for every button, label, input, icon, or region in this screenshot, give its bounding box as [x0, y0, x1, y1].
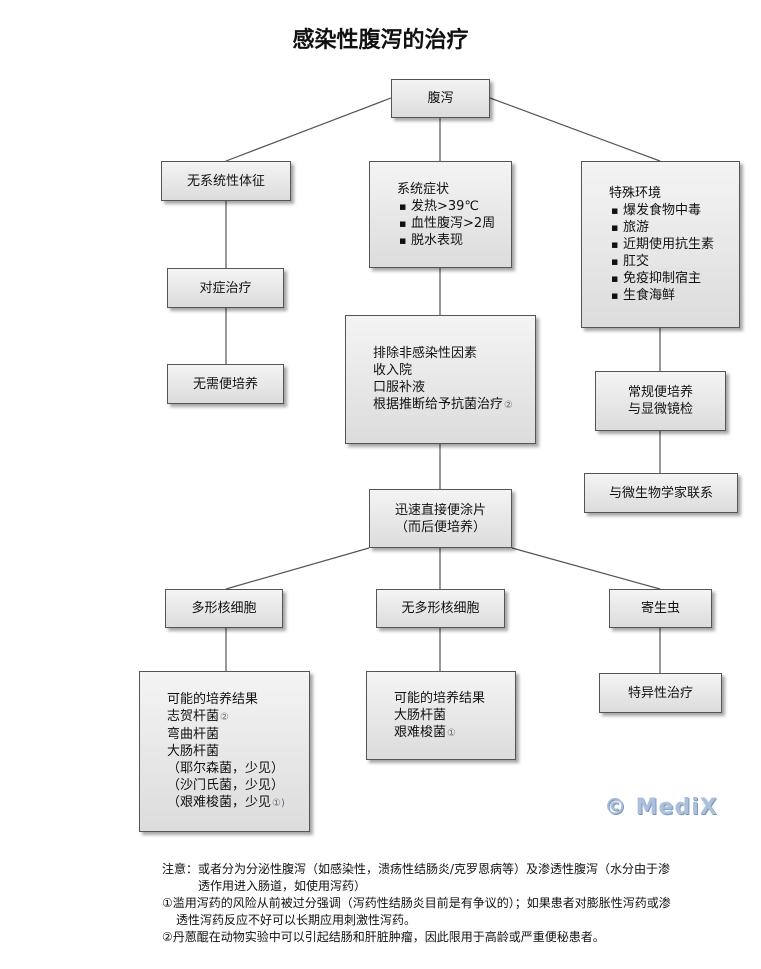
smear-line: 迅速直接便涂片	[394, 502, 486, 518]
footnotes: 注意：或者分为分泌性腹泻（如感染性，溃疡性结肠炎/克罗恩病等）及渗透性腹泻（水分…	[162, 861, 752, 946]
exclude-line: 口服补液	[373, 380, 426, 395]
node-diarrhea-label: 腹泻	[427, 91, 454, 106]
nopmn-result-line: 艰难梭菌	[394, 724, 447, 740]
exclude-line: 排除非感染性因素	[373, 346, 478, 361]
pmn-result-line: （耶尔森菌，少见）	[167, 761, 285, 776]
node-parasite: 寄生虫	[609, 589, 712, 628]
edge-smear-parasite	[511, 547, 661, 590]
footnote-ref-1: ①	[447, 727, 456, 739]
node-no-stool-culture: 无需便培养	[167, 364, 284, 404]
edge-smear-pmn	[225, 547, 370, 590]
special-list: 爆发食物中毒 旅游 近期使用抗生素 肛交 免疫抑制宿主 生食海鲜	[609, 202, 739, 304]
routine-culture-line: 常规便培养	[627, 385, 693, 400]
special-item: 免疫抑制宿主	[611, 270, 739, 287]
pmn-result-line: （沙门氏菌，少见）	[167, 778, 285, 793]
pmn-result-line: 志贺杆菌	[167, 709, 220, 724]
node-symptomatic-treatment: 对症治疗	[167, 268, 284, 308]
systemic-item: 血性腹泻>2周	[399, 215, 511, 232]
node-no-systemic-signs-label: 无系统性体征	[186, 173, 265, 189]
node-no-systemic-signs: 无系统性体征	[161, 161, 291, 201]
note-line: ①滥用泻药的风险从前被过分强调（泻药性结肠炎目前是有争议的）；如果患者对膨胀性泻…	[162, 896, 671, 910]
pmn-result-line: 可能的培养结果	[167, 692, 259, 707]
footnote-ref-2: ②	[220, 712, 229, 723]
special-item: 爆发食物中毒	[611, 202, 739, 219]
node-special-circumstances: 特殊环境 爆发食物中毒 旅游 近期使用抗生素 肛交 免疫抑制宿主 生食海鲜	[581, 161, 740, 328]
systemic-list: 发热>39℃ 血性腹泻>2周 脱水表现	[397, 198, 511, 249]
node-routine-culture: 常规便培养 与显微镜检	[595, 371, 726, 431]
node-exclude-noninfectious: 排除非感染性因素 收入院 口服补液 根据推断给予抗菌治疗②	[345, 315, 536, 444]
smear-line: （而后便培养）	[394, 519, 486, 535]
pmn-result-line: 弯曲杆菌	[167, 727, 220, 742]
note-line: ②丹蒽醌在动物实验中可以引起结肠和肝脏肿瘤，因此限用于高龄或严重便秘患者。	[162, 930, 605, 944]
node-pmn-culture-results: 可能的培养结果 志贺杆菌② 弯曲杆菌 大肠杆菌 （耶尔森菌，少见） （沙门氏菌，…	[139, 671, 310, 832]
note-line: 注意：或者分为分泌性腹泻（如感染性，溃疡性结肠炎/克罗恩病等）及渗透性腹泻（水分…	[162, 862, 671, 876]
routine-culture-line: 与显微镜检	[627, 402, 693, 417]
pmn-result-line: 大肠杆菌	[167, 744, 220, 759]
node-contact-microbiologist-label: 与微生物学家联系	[608, 485, 713, 501]
node-specific-treatment: 特异性治疗	[599, 673, 722, 713]
footnote-ref-2: ②	[504, 400, 513, 411]
special-item: 肛交	[611, 253, 739, 270]
nopmn-result-line: 可能的培养结果	[394, 690, 486, 706]
pmn-result-line: （艰难梭菌，少见	[167, 795, 272, 810]
node-specific-treatment-label: 特异性治疗	[627, 685, 693, 701]
node-nopmn-culture-results: 可能的培养结果 大肠杆菌 艰难梭菌①	[366, 671, 516, 760]
diagram-title: 感染性腹泻的治疗	[292, 27, 469, 53]
exclude-line: 根据推断给予抗菌治疗	[373, 397, 504, 412]
edge-root-special	[489, 97, 661, 162]
systemic-heading: 系统症状	[397, 181, 450, 197]
footnote-ref-1: ①)	[272, 798, 285, 809]
special-item: 生食海鲜	[611, 287, 739, 304]
edge-root-nosys	[225, 97, 392, 162]
node-diarrhea: 腹泻	[391, 79, 490, 118]
node-pmn: 多形核细胞	[165, 589, 283, 628]
node-pmn-label: 多形核细胞	[191, 601, 257, 616]
node-no-pmn-label: 无多形核细胞	[401, 601, 480, 616]
node-parasite-label: 寄生虫	[640, 601, 680, 616]
node-stool-smear: 迅速直接便涂片 （而后便培养）	[369, 489, 512, 548]
nopmn-result-line: 大肠杆菌	[394, 707, 447, 723]
special-item: 近期使用抗生素	[611, 236, 739, 253]
medix-watermark: © MediX	[604, 795, 718, 820]
node-systemic-symptoms: 系统症状 发热>39℃ 血性腹泻>2周 脱水表现	[369, 161, 512, 268]
systemic-item: 发热>39℃	[399, 198, 511, 215]
node-no-stool-culture-label: 无需便培养	[192, 376, 258, 392]
node-no-pmn: 无多形核细胞	[376, 589, 505, 628]
node-symptomatic-treatment-label: 对症治疗	[199, 280, 252, 296]
systemic-item: 脱水表现	[399, 232, 511, 249]
special-heading: 特殊环境	[609, 186, 662, 201]
note-line: 透性泻药反应不好可以长期应用刺激性泻药。	[176, 913, 417, 927]
node-contact-microbiologist: 与微生物学家联系	[584, 473, 738, 513]
exclude-line: 收入院	[373, 363, 413, 378]
special-item: 旅游	[611, 219, 739, 236]
note-line: 透作用进入肠道，如使用泻药）	[198, 879, 367, 893]
